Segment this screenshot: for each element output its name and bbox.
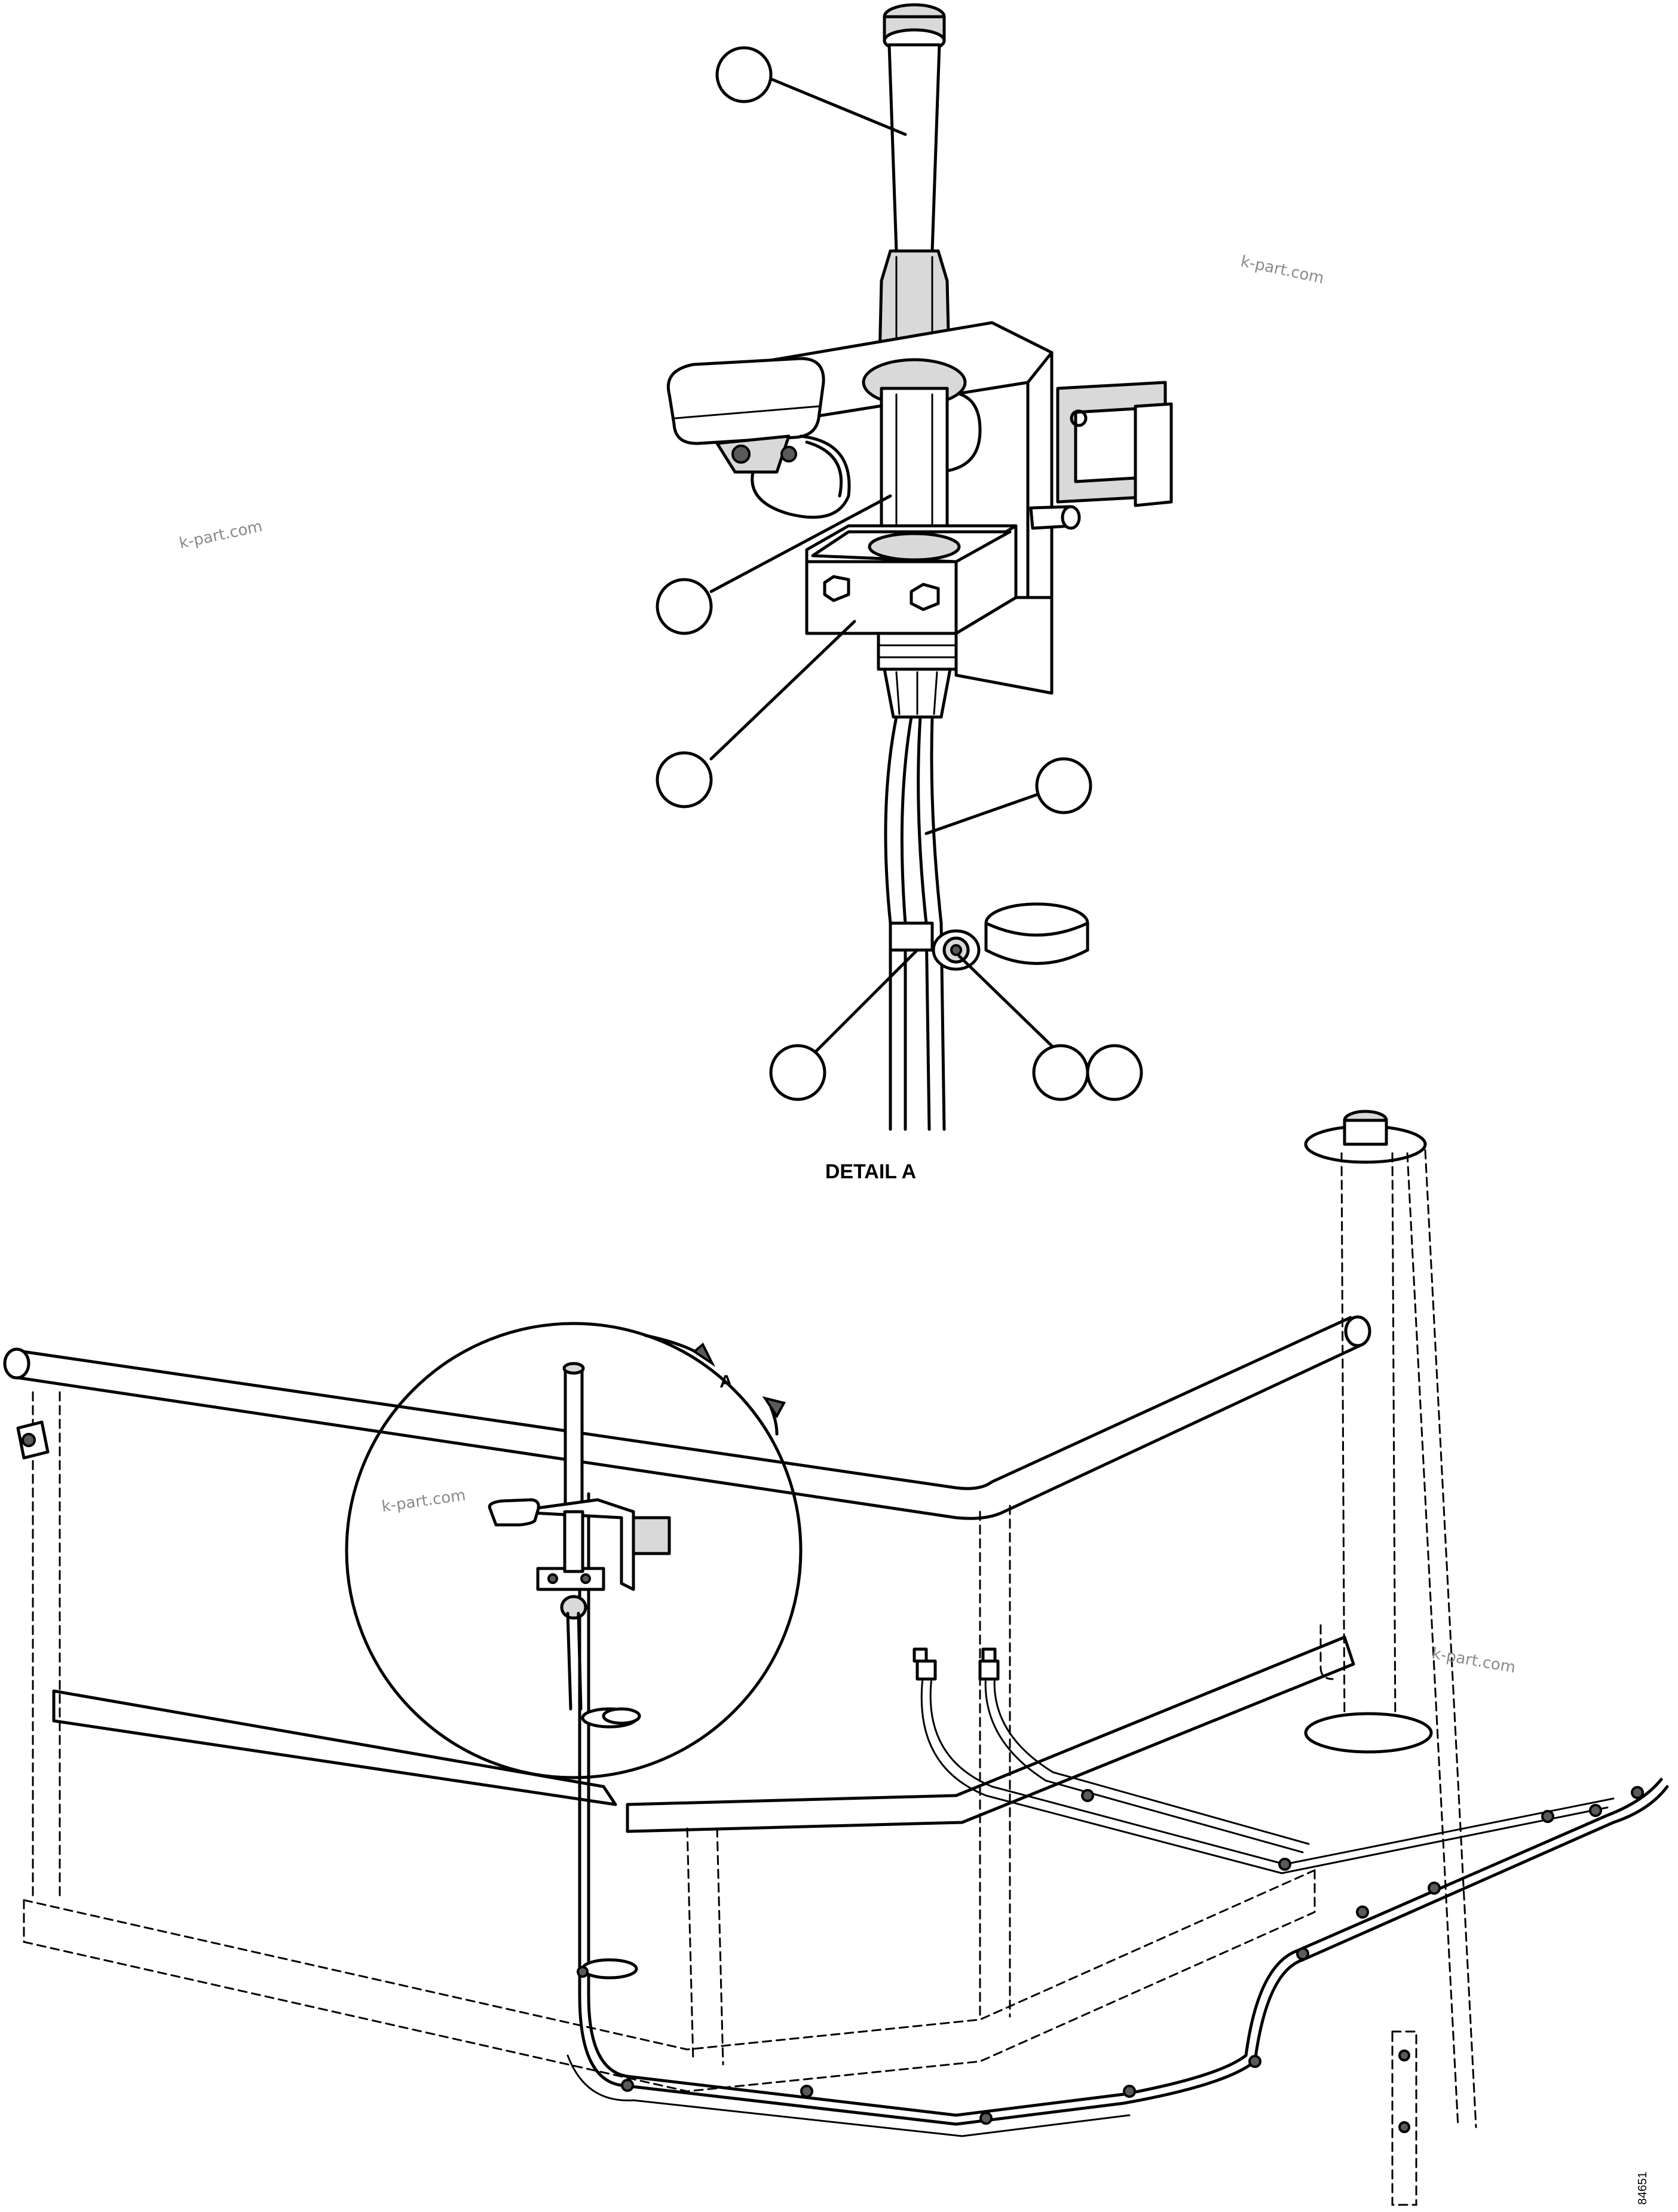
callout-2: [656, 578, 713, 635]
watermark-1: k-part.com: [1239, 253, 1326, 288]
antenna-coax-cables: [884, 715, 946, 1131]
cable-gland: [877, 632, 958, 719]
tall-mast-post: [1304, 1110, 1477, 2206]
guardrail-left: [3, 1315, 1371, 2092]
watermark-3: k-part.com: [381, 1487, 467, 1516]
detail-a-circle: [345, 1322, 803, 1779]
watermark-2: k-part.com: [177, 517, 264, 553]
watermark-4: k-part.com: [1431, 1644, 1517, 1677]
antenna-whip: [878, 3, 951, 360]
callout-6: [1032, 1044, 1089, 1101]
callout-1: [715, 46, 773, 103]
detail-ref-letter: A: [719, 1372, 733, 1392]
antenna-mast-tube: [862, 358, 967, 546]
square-tube-mount: [1029, 381, 1173, 530]
detail-circle-antenna: [488, 1362, 671, 1725]
callout-7: [1086, 1044, 1143, 1101]
cable-hanger-clamp: [889, 902, 1089, 971]
callout-5: [769, 1044, 826, 1101]
arrowhead-left: [762, 1396, 786, 1419]
detail-a-assembly: DETAIL A: [656, 3, 1173, 1183]
drawing-number: 84651: [1636, 2171, 1649, 2205]
arrowhead-right: [692, 1342, 716, 1367]
clamp-block: [805, 524, 1018, 635]
detail-a-label: DETAIL A: [825, 1160, 916, 1183]
callout-4: [1035, 757, 1092, 814]
detail-leader-lines: [709, 76, 1060, 1053]
platform-guardrail-view: A k-part.com k-part.com k-part.com k-par…: [3, 253, 1669, 2206]
callout-bubbles: [656, 46, 1143, 1101]
gps-receiver: [666, 357, 825, 474]
callout-3: [656, 751, 713, 808]
